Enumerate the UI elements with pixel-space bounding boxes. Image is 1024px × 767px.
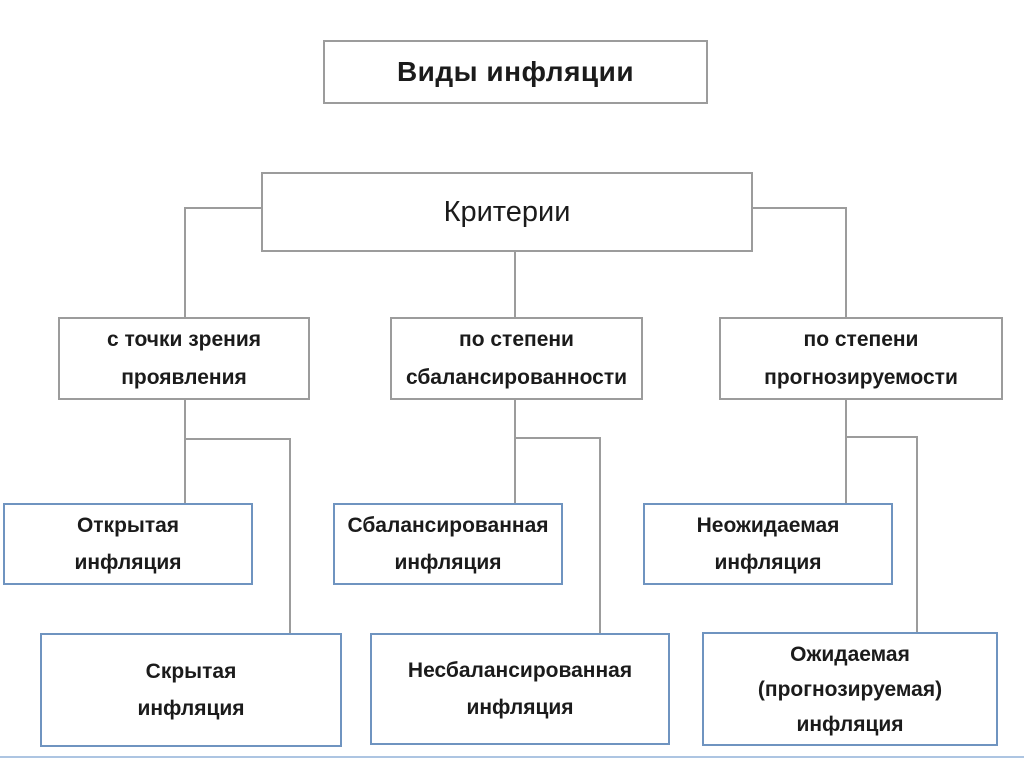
connector-root-left-horizontal [185, 207, 262, 209]
connector-root-middle-vertical [514, 252, 516, 317]
leaf-open-line1: Открытая [76, 514, 180, 537]
connector-manifestation-vertical [184, 400, 186, 503]
bottom-divider-line [0, 756, 1024, 758]
leaf-box-hidden-inflation: Скрытая инфляция [40, 633, 342, 747]
leaf-box-unbalanced-inflation: Несбалансированная инфляция [370, 633, 670, 745]
leaf-unexpected-line2: инфляция [714, 551, 822, 574]
connector-balance-horizontal [514, 437, 601, 439]
title-box: Виды инфляции [323, 40, 708, 104]
leaf-balanced-line1: Сбалансированная [347, 514, 549, 537]
connector-balance-vertical [514, 400, 516, 503]
diagram-title: Виды инфляции [396, 56, 635, 87]
connector-predictability-horizontal [845, 436, 918, 438]
branch-predictability-line2: прогнозируемости [764, 365, 958, 389]
connector-manifestation-horizontal [184, 438, 291, 440]
leaf-box-open-inflation: Открытая инфляция [3, 503, 253, 585]
leaf-box-balanced-inflation: Сбалансированная инфляция [333, 503, 563, 585]
leaf-unbalanced-line1: Несбалансированная [407, 659, 633, 682]
leaf-open-line2: инфляция [74, 551, 182, 574]
connector-root-right-horizontal [753, 207, 846, 209]
branch-box-balance: по степени сбалансированности [390, 317, 643, 400]
connector-root-right-vertical [845, 207, 847, 317]
branch-box-manifestation: с точки зрения проявления [58, 317, 310, 400]
connector-balance-vertical-2 [599, 437, 601, 633]
branch-manifestation-line2: проявления [121, 365, 247, 389]
leaf-unexpected-line1: Неожидаемая [696, 514, 840, 537]
leaf-box-expected-inflation: Ожидаемая (прогнозируемая) инфляция [702, 632, 998, 746]
criteria-label: Критерии [443, 195, 571, 228]
leaf-balanced-line2: инфляция [394, 551, 502, 574]
branch-balance-line1: по степени [459, 327, 574, 351]
connector-predictability-vertical-2 [916, 436, 918, 632]
branch-manifestation-line1: с точки зрения [106, 327, 262, 351]
leaf-expected-line3: инфляция [796, 712, 904, 736]
connector-manifestation-vertical-2 [289, 438, 291, 633]
branch-box-predictability: по степени прогнозируемости [719, 317, 1003, 400]
connector-predictability-vertical [845, 400, 847, 503]
branch-balance-line2: сбалансированности [405, 365, 628, 389]
leaf-expected-line2: (прогнозируемая) [757, 677, 943, 701]
leaf-hidden-line1: Скрытая [145, 660, 237, 683]
branch-predictability-line1: по степени [803, 327, 919, 351]
leaf-hidden-line2: инфляция [137, 697, 245, 720]
leaf-box-unexpected-inflation: Неожидаемая инфляция [643, 503, 893, 585]
criteria-box: Критерии [261, 172, 753, 252]
leaf-expected-line1: Ожидаемая [790, 642, 910, 666]
connector-root-left-vertical [184, 207, 186, 317]
leaf-unbalanced-line2: инфляция [466, 696, 574, 719]
